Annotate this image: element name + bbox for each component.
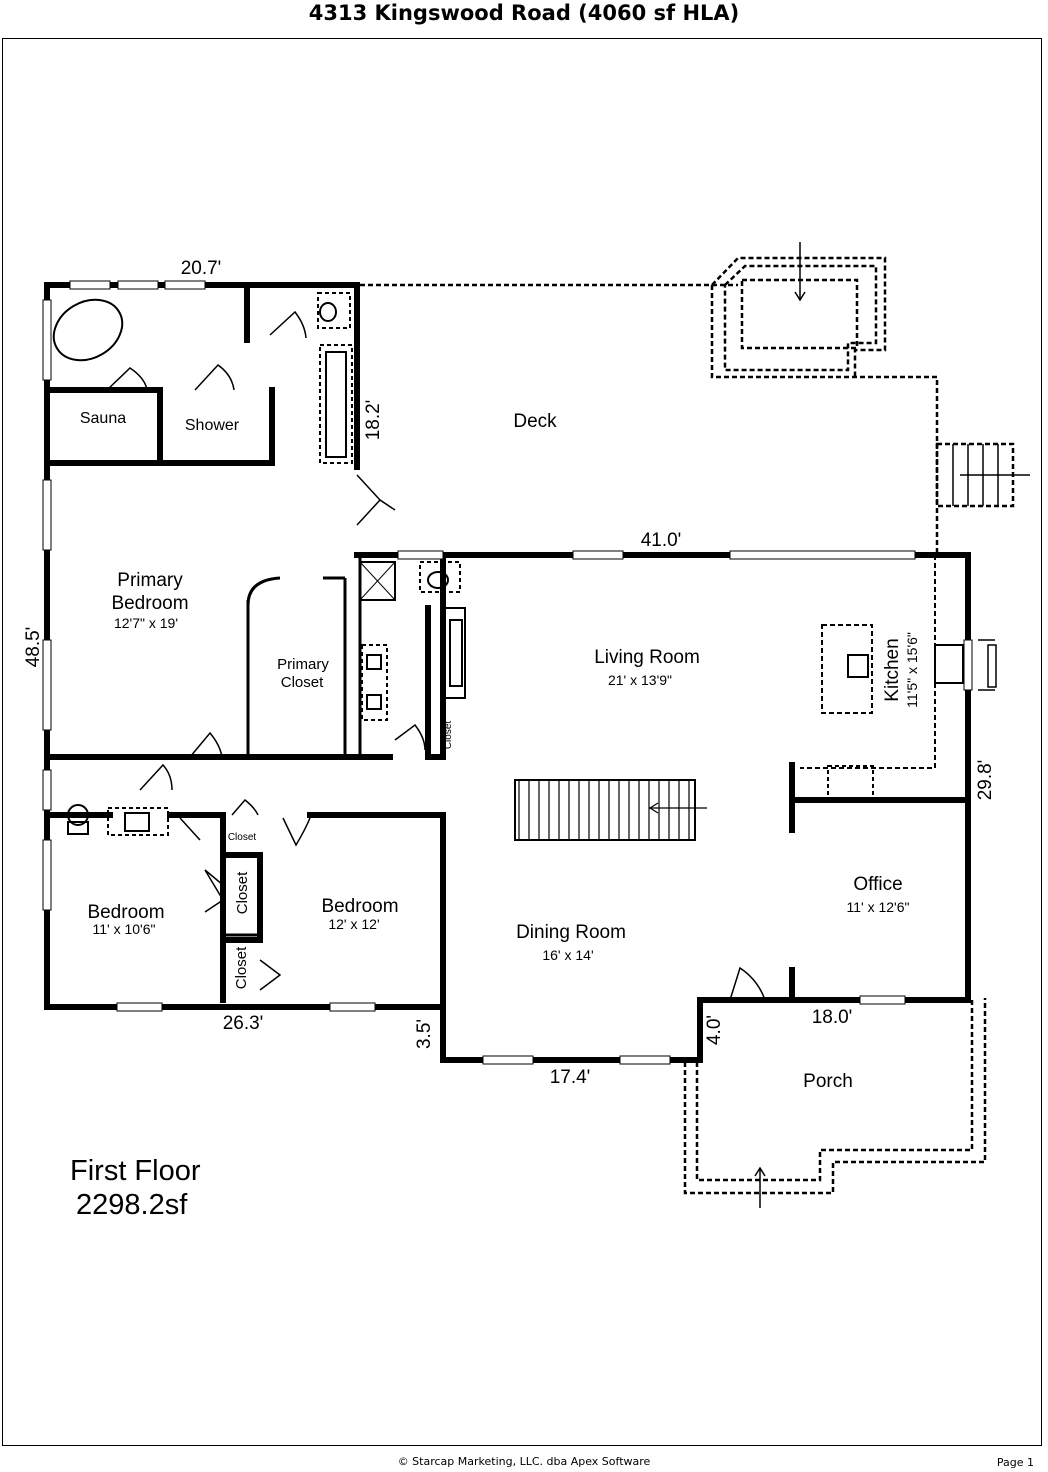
floor-area: 2298.2sf xyxy=(76,1189,188,1221)
size-bedroom-left: 11' x 10'6" xyxy=(93,921,156,937)
size-kitchen: 11'5" x 15'6" xyxy=(904,632,920,708)
dim-porch-step: 4.0' xyxy=(704,1015,725,1045)
size-dining-room: 16' x 14' xyxy=(542,947,593,963)
fixtures xyxy=(52,292,964,836)
label-primary-bedroom-1: Primary xyxy=(117,570,183,591)
size-bedroom-mid: 12' x 12' xyxy=(328,916,379,932)
label-closet-upper: Closet xyxy=(234,871,251,914)
dim-porch-top: 18.0' xyxy=(812,1007,853,1028)
label-bedroom-left: Bedroom xyxy=(87,902,164,923)
size-office: 11' x 12'6" xyxy=(847,899,910,915)
dim-bottom-left: 26.3' xyxy=(223,1013,264,1034)
label-bedroom-mid: Bedroom xyxy=(321,896,398,917)
label-kitchen: Kitchen xyxy=(882,638,903,701)
label-primary-closet-1: Primary xyxy=(277,656,329,673)
label-deck: Deck xyxy=(513,411,557,432)
size-primary-bedroom: 12'7" x 19' xyxy=(114,615,178,631)
floor-name: First Floor xyxy=(70,1155,201,1187)
windows xyxy=(42,280,973,1065)
label-living-room: Living Room xyxy=(594,647,700,668)
label-primary-bedroom-2: Bedroom xyxy=(111,593,188,614)
label-shower: Shower xyxy=(185,417,240,434)
label-porch: Porch xyxy=(803,1071,853,1092)
page-frame xyxy=(2,38,1042,1446)
page-number: Page 1 xyxy=(996,1456,1034,1469)
porch-outline xyxy=(683,998,987,1195)
dim-living-top: 41.0' xyxy=(641,530,682,551)
page-title: 4313 Kingswood Road (4060 sf HLA) xyxy=(308,1,740,25)
footer-copyright: © Starcap Marketing, LLC. dba Apex Softw… xyxy=(397,1455,651,1468)
dim-dining-bottom: 17.4' xyxy=(550,1067,591,1088)
walls xyxy=(44,282,971,1063)
dim-kitchen-right: 29.8' xyxy=(975,760,996,801)
door-swings xyxy=(106,310,997,1001)
dim-top-left: 20.7' xyxy=(181,258,222,279)
deck-outline xyxy=(360,256,1015,555)
label-office: Office xyxy=(853,874,902,895)
deck-stair-treads xyxy=(794,242,1030,506)
label-closet-living: Closet xyxy=(443,721,454,750)
label-closet-lower: Closet xyxy=(233,946,250,989)
interior-stairs xyxy=(514,779,707,841)
label-sauna: Sauna xyxy=(80,410,126,427)
size-living-room: 21' x 13'9" xyxy=(608,672,672,688)
label-primary-closet-2: Closet xyxy=(281,674,324,691)
dim-step-down: 3.5' xyxy=(414,1019,435,1049)
label-closet-small: Closet xyxy=(228,832,257,843)
dim-left-side: 48.5' xyxy=(23,627,44,668)
dim-bath-right: 18.2' xyxy=(363,400,384,441)
label-dining-room: Dining Room xyxy=(516,922,626,943)
